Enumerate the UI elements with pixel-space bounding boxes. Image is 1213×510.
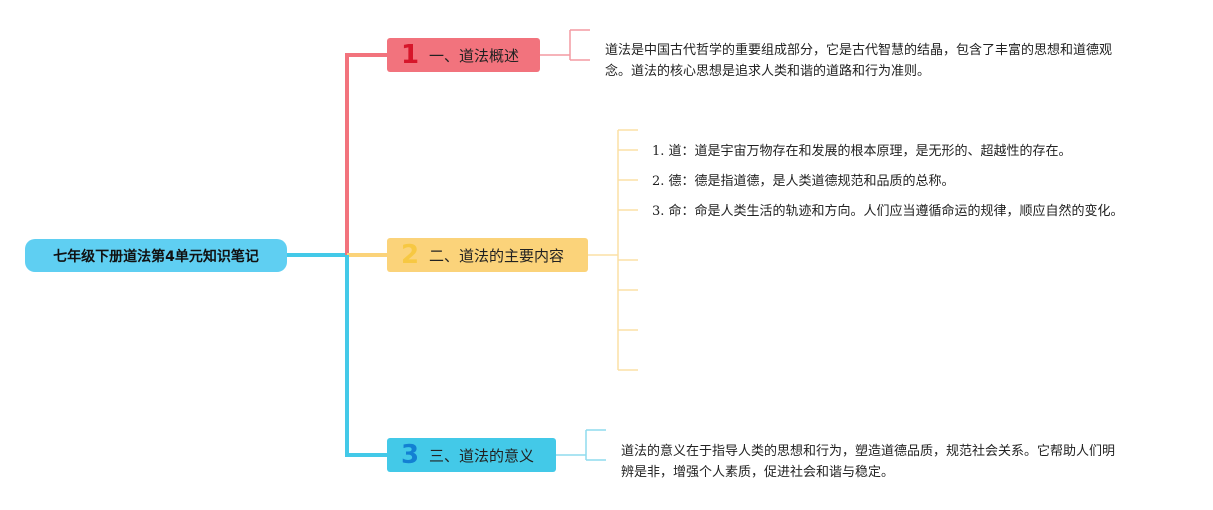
content-item[interactable]: 3. 命：命是人类生活的轨迹和方向。人们应当遵循命运的规律，顺应自然的变化。 — [652, 201, 1137, 222]
branch-3-connector — [345, 255, 387, 457]
overview-note[interactable]: 道法是中国古代哲学的重要组成部分，它是古代智慧的结晶，包含了丰富的思想和道德观念… — [605, 40, 1115, 82]
branch-1-connector — [345, 53, 387, 255]
content-item-text: 道：道是宇宙万物存在和发展的根本原理，是无形的、超越性的存在。 — [668, 144, 1072, 159]
content-item[interactable]: 2. 德：德是指道德，是人类道德规范和品质的总称。 — [652, 171, 1122, 192]
branch-main-contents[interactable]: 2 二、道法的主要内容 — [387, 238, 588, 272]
branch-label: 一、道法概述 — [429, 46, 520, 65]
significance-text: 道法的意义在于指导人类的思想和行为，塑造道德品质，规范社会关系。它帮助人们明辨是… — [621, 444, 1116, 480]
overview-text: 道法是中国古代哲学的重要组成部分，它是古代智慧的结晶，包含了丰富的思想和道德观念… — [605, 43, 1113, 79]
branch-label: 二、道法的主要内容 — [429, 246, 565, 265]
branch-1-bracket — [540, 29, 590, 61]
content-item[interactable]: 1. 道：道是宇宙万物存在和发展的根本原理，是无形的、超越性的存在。 — [652, 141, 1122, 162]
branch-2-bracket — [588, 129, 638, 371]
branch-label: 三、道法的意义 — [429, 446, 535, 465]
significance-note[interactable]: 道法的意义在于指导人类的思想和行为，塑造道德品质，规范社会关系。它帮助人们明辨是… — [621, 441, 1121, 483]
branch-number-badge: 1 — [400, 40, 420, 70]
content-item-index: 2. — [652, 174, 665, 189]
branch-3-bracket — [556, 429, 606, 461]
branch-overview[interactable]: 1 一、道法概述 — [387, 38, 540, 72]
root-node[interactable]: 七年级下册道法第4单元知识笔记 — [25, 239, 287, 272]
content-item-index: 1. — [652, 144, 665, 159]
root-label: 七年级下册道法第4单元知识笔记 — [53, 248, 259, 265]
content-item-text: 德：德是指道德，是人类道德规范和品质的总称。 — [668, 174, 955, 189]
content-item-text: 命：命是人类生活的轨迹和方向。人们应当遵循命运的规律，顺应自然的变化。 — [668, 204, 1124, 219]
branch-number-badge: 2 — [400, 240, 420, 270]
branch-significance[interactable]: 3 三、道法的意义 — [387, 438, 556, 472]
content-item-index: 3. — [652, 204, 665, 219]
branch-number-badge: 3 — [400, 440, 420, 470]
